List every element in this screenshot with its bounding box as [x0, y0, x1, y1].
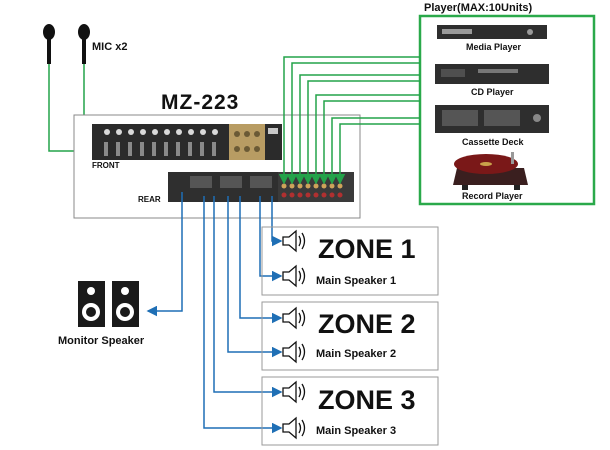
- zone-1-title: ZONE 1: [318, 234, 416, 264]
- player-label-record: Record Player: [462, 191, 523, 201]
- zone-2-speaker-label: Main Speaker 2: [316, 348, 397, 360]
- zone-3-speaker-label: Main Speaker 3: [316, 425, 397, 437]
- mixer-model-title: MZ-223: [161, 91, 240, 114]
- zone-1-box: [261, 226, 439, 296]
- zone-3-box: [261, 376, 439, 446]
- speaker-icon-zone3-b: [282, 416, 306, 440]
- record-player-icon: [453, 152, 528, 190]
- microphone-icon-2: [78, 24, 90, 64]
- speaker-icon-zone1-a: [282, 229, 306, 253]
- zone-3-title: ZONE 3: [318, 385, 416, 415]
- front-label: FRONT: [92, 161, 120, 170]
- player-label-cd: CD Player: [471, 87, 514, 97]
- player-group-title: Player(MAX:10Units): [424, 2, 533, 14]
- speaker-icon-zone3-a: [282, 380, 306, 404]
- zone-2-box: [261, 301, 439, 371]
- speaker-icon-zone2-b: [282, 340, 306, 364]
- mic-label: MIC x2: [92, 41, 128, 53]
- monitor-speaker-icon-left: [78, 281, 105, 327]
- monitor-speaker-label: Monitor Speaker: [58, 335, 145, 347]
- cd-player-icon: [435, 64, 549, 84]
- zone-2-title: ZONE 2: [318, 309, 416, 339]
- monitor-speaker-icon-right: [112, 281, 139, 327]
- speaker-icon-zone2-a: [282, 306, 306, 330]
- mixer-front-panel: [92, 124, 282, 160]
- player-label-cassette: Cassette Deck: [462, 137, 524, 147]
- mixer-rear-panel: [168, 172, 354, 202]
- zone-1-speaker-label: Main Speaker 1: [316, 275, 397, 287]
- microphone-icon-1: [43, 24, 55, 64]
- media-player-icon: [437, 25, 547, 39]
- player-cables: [278, 56, 420, 185]
- player-label-media: Media Player: [466, 42, 522, 52]
- speaker-cables: [146, 192, 283, 434]
- speaker-icon-zone1-b: [282, 264, 306, 288]
- cassette-deck-icon: [435, 105, 549, 133]
- rear-label: REAR: [138, 195, 161, 204]
